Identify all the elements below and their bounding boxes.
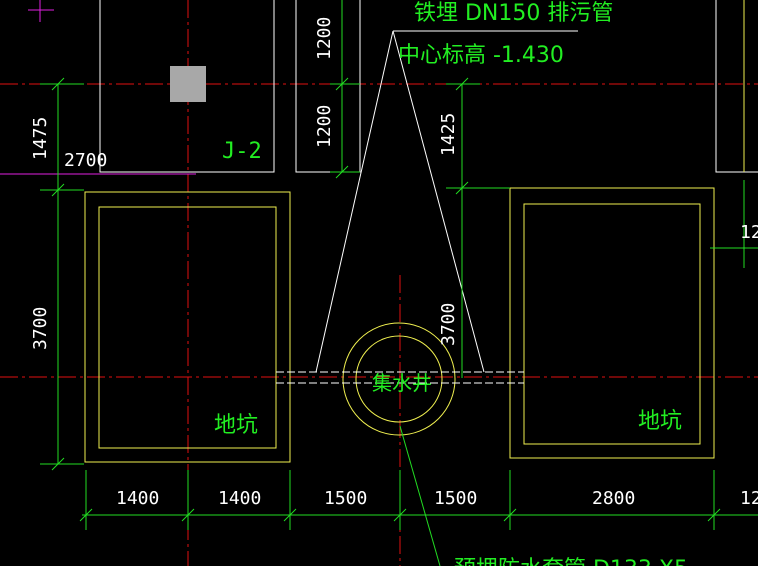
dim-left-top: 1475 xyxy=(30,117,51,160)
pit-right-label: 地坑 xyxy=(638,409,682,434)
pit-right-inner xyxy=(523,203,701,445)
top-middle-outline xyxy=(295,0,361,173)
sump-outer-circle xyxy=(342,322,456,436)
dim-magenta-width: 2700 xyxy=(64,150,107,171)
dimension-lines xyxy=(40,0,758,566)
dim-left-mid: 3700 xyxy=(30,307,51,350)
drain-pipe xyxy=(276,371,524,384)
pit-left xyxy=(84,191,291,463)
pit-left-label: 地坑 xyxy=(214,413,258,438)
sump-well xyxy=(342,322,456,436)
dim-bottom-4: 1500 xyxy=(434,488,477,509)
pit-right xyxy=(509,187,715,459)
dimension-texts: 1475 3700 2700 1200 1200 1425 3700 12 14… xyxy=(30,17,758,509)
pit-right-outer xyxy=(509,187,715,459)
dim-right-upper: 1425 xyxy=(438,113,459,156)
sump-label: 集水井 xyxy=(372,371,432,395)
top-right-outline xyxy=(715,0,758,173)
pit-left-outer xyxy=(84,191,291,463)
pipe-leader xyxy=(315,30,578,373)
sump-inner-circle xyxy=(355,335,443,423)
dim-bottom-2: 1400 xyxy=(218,488,261,509)
footing-label: J-2 xyxy=(222,139,262,164)
dim-center-top-upper: 1200 xyxy=(314,17,335,60)
magenta-dimension xyxy=(0,0,196,175)
dim-bottom-5: 2800 xyxy=(592,488,635,509)
bottom-note: 预埋防水套管 D133 X5 xyxy=(454,557,688,566)
footing-j2-outline xyxy=(99,0,275,173)
dim-bottom-6: 12 xyxy=(740,488,758,509)
dim-bottom-3: 1500 xyxy=(324,488,367,509)
dim-bottom-1: 1400 xyxy=(116,488,159,509)
reference-marker xyxy=(170,66,206,102)
dim-right-edge: 12 xyxy=(740,222,758,243)
dim-right-lower: 3700 xyxy=(438,303,459,346)
annotation-texts: 铁埋 DN150 排污管 中心标高 -1.430 J-2 地坑 地坑 集水井 预… xyxy=(214,1,688,566)
dim-center-top-lower: 1200 xyxy=(314,105,335,148)
pit-left-inner xyxy=(98,206,277,449)
pipe-label: 铁埋 DN150 排污管 xyxy=(414,1,613,26)
elevation-label: 中心标高 -1.430 xyxy=(398,43,564,68)
